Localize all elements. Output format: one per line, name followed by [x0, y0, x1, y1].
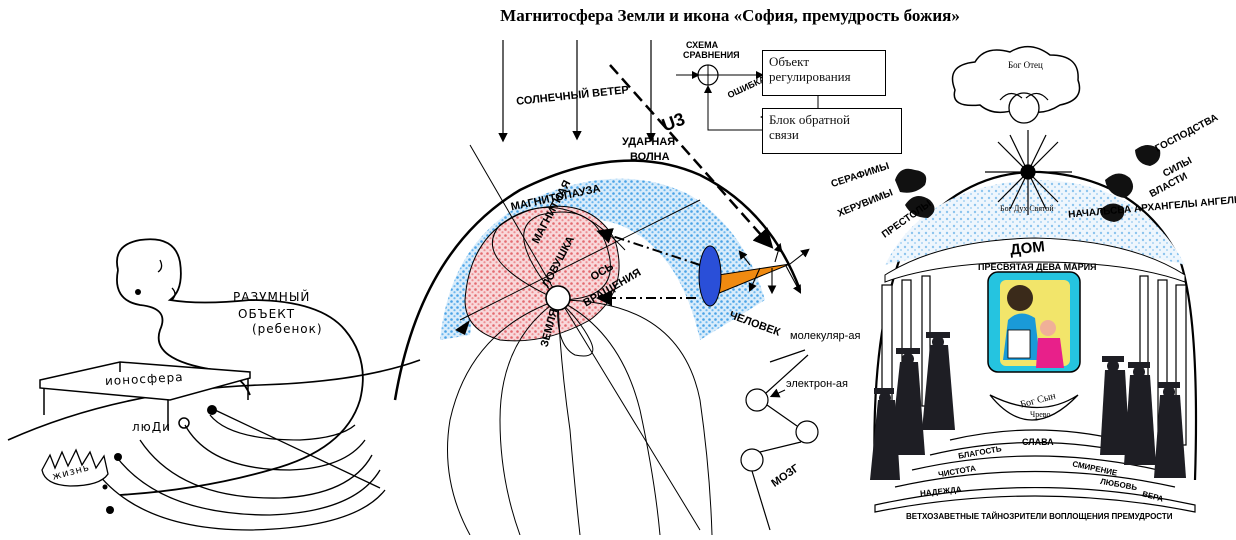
- womb-label: Чрево: [1030, 410, 1050, 419]
- object-regulation-line-1: Объект: [769, 54, 879, 69]
- small-creature: [106, 506, 114, 514]
- electronic-label: электрон-ая: [786, 378, 848, 390]
- small-creature: [114, 453, 122, 461]
- feedback-block-line-2: связи: [769, 127, 895, 142]
- scroll: [1008, 330, 1030, 358]
- shock-wave-label-1: УДАРНАЯ: [622, 136, 675, 148]
- rational-object-line-1: РАЗУМНЫЙ: [233, 290, 310, 304]
- comparison-scheme-label-1: СХЕМА: [686, 40, 718, 50]
- page-title: Магнитосфера Земли и икона «София, прему…: [420, 6, 1040, 26]
- left-panel: [8, 239, 420, 530]
- shock-wave-label-2: ВОЛНА: [630, 151, 670, 163]
- people-label: люДи: [132, 420, 171, 434]
- child-head-icon: [1040, 320, 1056, 336]
- person-figure: [207, 405, 217, 415]
- glory-label: СЛАВА: [1022, 437, 1054, 447]
- rational-object-line-2: ОБЪЕКТ: [238, 307, 295, 321]
- comparison-scheme-label-2: СРАВНЕНИЯ: [683, 50, 740, 60]
- object-regulation-box: Объект регулирования: [762, 50, 886, 96]
- bottom-caption: ВЕТХОЗАВЕТНЫЕ ТАЙНОЗРИТЕЛИ ВОПЛОЩЕНИЯ ПР…: [906, 512, 1173, 521]
- small-creature: [103, 485, 108, 490]
- god-father-label: Бог Отец: [1008, 60, 1043, 70]
- god-father-face: [1009, 93, 1039, 123]
- person-figure: [179, 418, 189, 428]
- holy-spirit-label: Бог Дух Святой: [1000, 204, 1054, 213]
- virgin-head: [1007, 285, 1033, 311]
- child-eye: [135, 289, 141, 295]
- rational-object-line-3: (ребенок): [252, 322, 323, 336]
- virgin-label: ПРЕСВЯТАЯ ДЕВА МАРИЯ: [978, 262, 1097, 272]
- molecular-label: молекуляр-ая: [790, 330, 860, 342]
- child-robe-icon: [1036, 338, 1064, 368]
- child-nose: [158, 260, 162, 272]
- brain-network: [741, 350, 818, 530]
- object-regulation-line-2: регулирования: [769, 69, 879, 84]
- feedback-block-box: Блок обратной связи: [762, 108, 902, 154]
- house-label: ДОМ: [1009, 238, 1045, 259]
- probe-disc: [699, 246, 721, 306]
- feedback-block-line-1: Блок обратной: [769, 112, 895, 127]
